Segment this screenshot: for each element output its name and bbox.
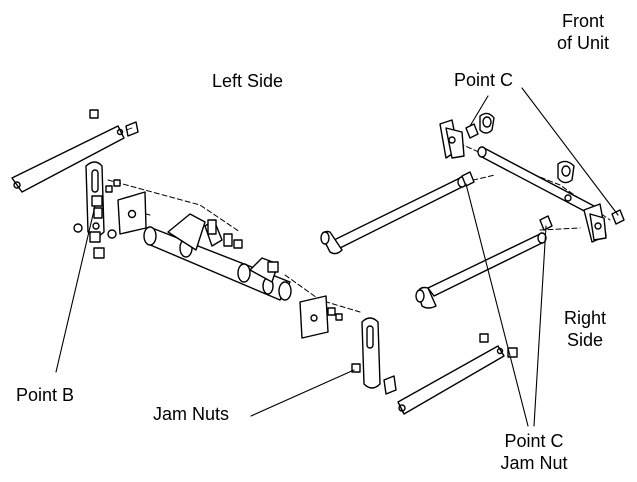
leader-front-of-unit (521, 87, 619, 216)
rod-jam-nuts (461, 171, 553, 231)
point-b-label: Point B (16, 385, 75, 405)
main-cross-tube (143, 226, 292, 301)
leader-point-c-jam-nut-right (533, 225, 547, 427)
tube-brackets (167, 213, 279, 283)
leader-point-b (55, 205, 96, 373)
lower-right-link-bar (397, 333, 518, 415)
leader-jam-nuts (250, 369, 355, 417)
right-upper-cross-shaft (477, 146, 595, 215)
jam-nuts-label: Jam Nuts (153, 404, 230, 424)
right-side-line2: Side (566, 330, 604, 350)
left-small-plate (105, 179, 147, 235)
right-side-line1: Right (563, 308, 607, 328)
left-slotted-arm (73, 161, 117, 259)
front-of-unit-label: Front of Unit (548, 10, 618, 54)
leader-point-c-top (469, 95, 489, 127)
right-pivot-bracket (557, 160, 625, 243)
left-upper-link-bar (11, 125, 125, 193)
left-long-rod (320, 176, 467, 255)
point-c-label: Point C (454, 70, 514, 90)
lower-center-plate (299, 295, 343, 339)
leader-lines (55, 87, 619, 427)
front-of-unit-line1: Front (561, 11, 604, 31)
left-upper-bolt-nut (89, 109, 139, 137)
right-side-label: Right Side (560, 307, 610, 351)
front-of-unit-line2: of Unit (556, 33, 610, 53)
point-c-jam-nut-label: Point C Jam Nut (494, 430, 574, 474)
point-c-jam-nut-line2: Jam Nut (500, 453, 568, 473)
point-c-jam-nut-line1: Point C (504, 431, 564, 451)
left-pivot-bracket (439, 112, 495, 159)
leader-point-c-jam-nut-left (465, 183, 529, 427)
right-long-rod (415, 232, 547, 309)
lower-slotted-arm (351, 317, 397, 395)
left-side-label: Left Side (212, 71, 284, 91)
